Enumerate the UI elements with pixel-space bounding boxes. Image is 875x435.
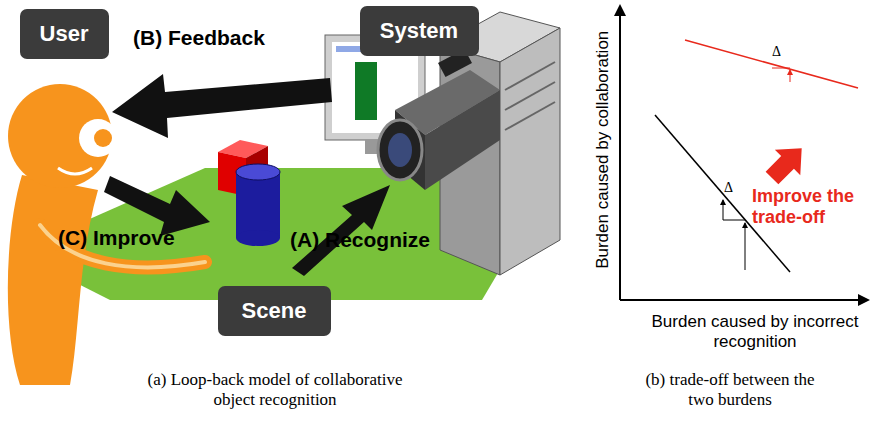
axis-label: Burden caused by collaboration	[593, 0, 613, 300]
delta-mark: Δ	[772, 44, 781, 60]
box-label: System	[380, 18, 458, 44]
label-box: User	[20, 9, 109, 59]
tradeoff-chart	[620, 6, 868, 300]
figure-caption: (a) Loop-back model of collaborative obj…	[125, 370, 425, 409]
delta-mark: Δ	[724, 180, 733, 196]
figure-caption: (b) trade-off between the two burdens	[640, 370, 820, 409]
arrow-label: (C) Improve	[58, 226, 175, 250]
user-figure	[8, 84, 205, 385]
label-box: System	[360, 6, 479, 56]
callout-text: Improve the trade-off	[752, 186, 870, 227]
axis-label: Burden caused by incorrect recognition	[650, 312, 860, 351]
label-box: Scene	[218, 286, 331, 336]
blue-cylinder	[236, 164, 280, 246]
video-camera	[378, 49, 500, 190]
arrow-label: (A) Recognize	[290, 228, 430, 252]
box-label: User	[40, 21, 89, 47]
arrow-label: (B) Feedback	[133, 26, 265, 50]
box-label: Scene	[242, 298, 307, 324]
